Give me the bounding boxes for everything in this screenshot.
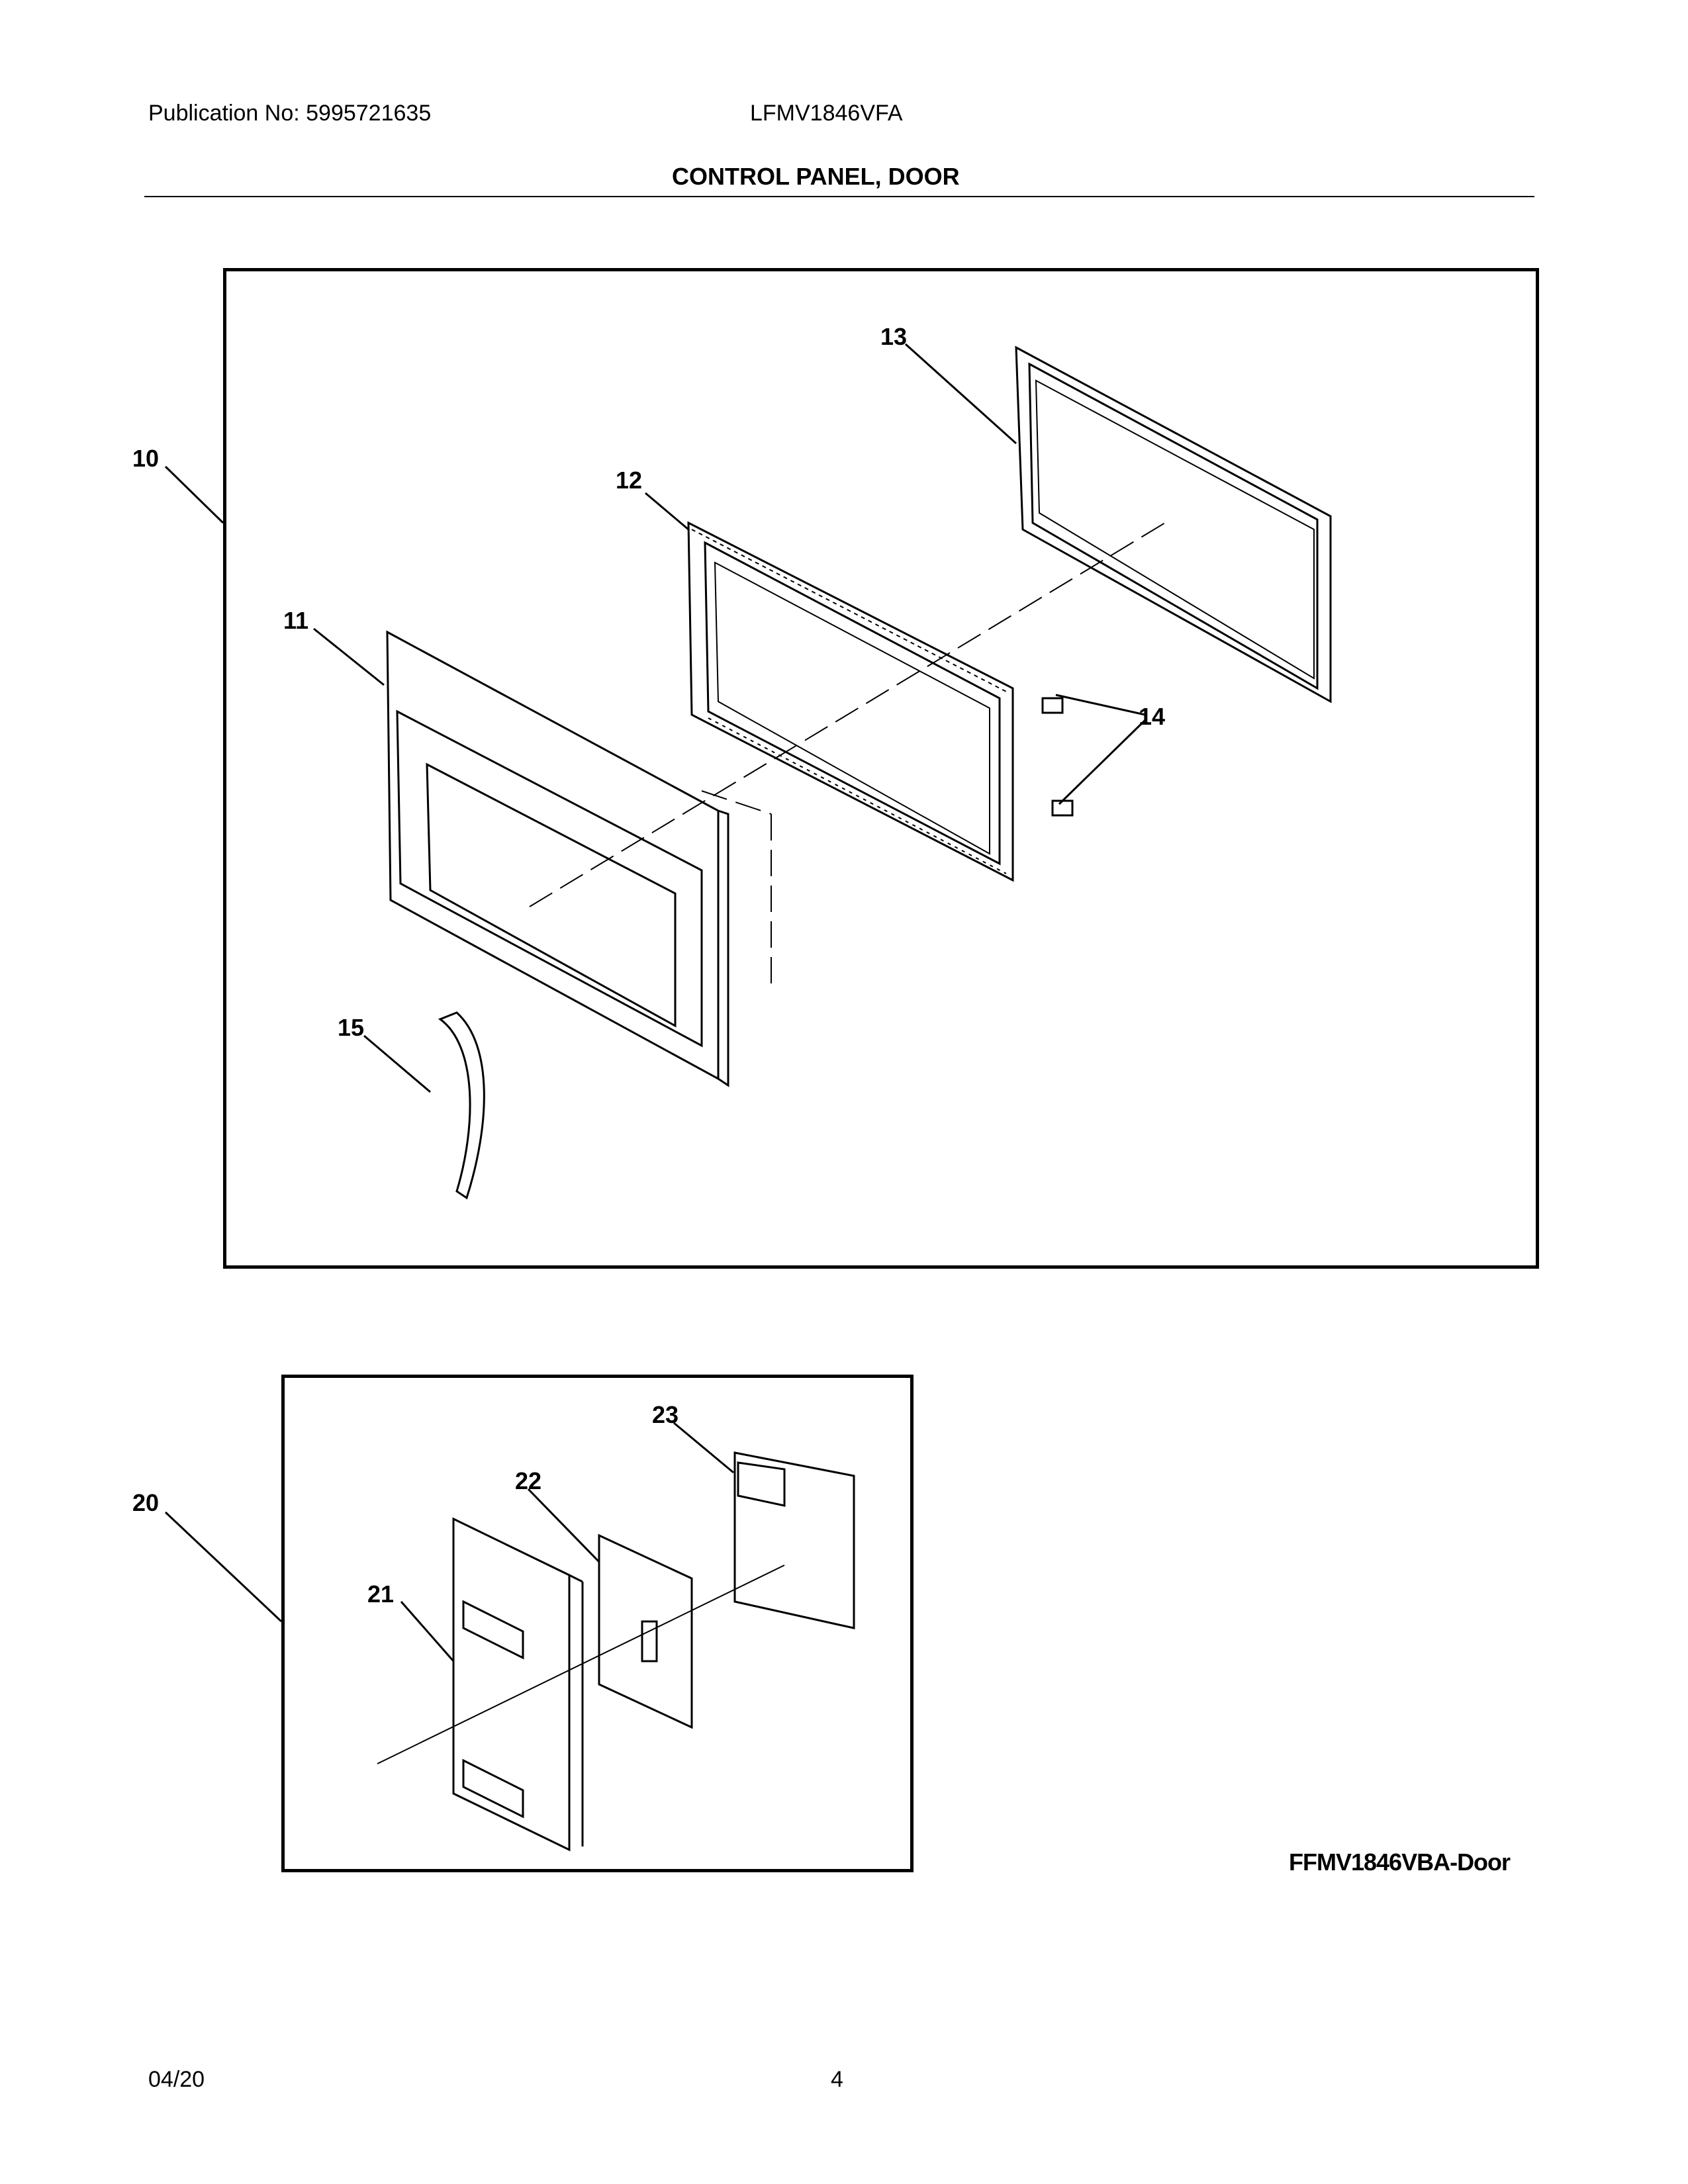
leader-11 — [313, 627, 385, 686]
part-23-board — [733, 1451, 855, 1629]
section-title: CONTROL PANEL, DOOR — [672, 163, 960, 190]
callout-23: 23 — [652, 1401, 679, 1428]
part-13-frame — [1015, 345, 1332, 704]
control-alignment-line — [377, 1565, 785, 1764]
leader-22 — [527, 1488, 600, 1563]
callout-21: 21 — [367, 1580, 395, 1608]
part-22-bracket — [598, 1533, 693, 1729]
header-divider — [144, 196, 1534, 197]
callout-22: 22 — [515, 1467, 542, 1494]
footer-date: 04/20 — [148, 2067, 205, 2092]
leader-23 — [673, 1422, 734, 1474]
diagram-name: FFMV1846VBA-Door — [1289, 1848, 1511, 1876]
callout-12: 12 — [616, 467, 643, 494]
control-panel-frame — [281, 1375, 914, 1872]
alignment-lines — [529, 522, 1166, 986]
leader-20 — [164, 1511, 283, 1623]
leader-14b — [1058, 719, 1147, 805]
leader-10 — [164, 465, 224, 524]
leader-14a — [1055, 694, 1146, 716]
part-21-control-frame — [452, 1517, 584, 1852]
callout-13: 13 — [880, 323, 908, 350]
leader-21 — [400, 1601, 455, 1662]
leader-15 — [363, 1034, 431, 1093]
leader-13 — [904, 343, 1017, 445]
callout-11: 11 — [283, 607, 309, 634]
leader-12 — [645, 492, 689, 531]
part-12-inner-panel — [687, 521, 1014, 882]
model-number: LFMV1846VFA — [750, 101, 903, 126]
door-assembly-frame — [223, 268, 1539, 1269]
part-11-outer-door — [386, 630, 729, 1087]
callout-15: 15 — [338, 1014, 365, 1041]
callout-20: 20 — [132, 1489, 160, 1516]
callout-14: 14 — [1139, 703, 1166, 730]
publication-number: Publication No: 5995721635 — [148, 101, 432, 126]
part-15-handle — [438, 1011, 485, 1200]
part-14-latches — [1041, 697, 1074, 817]
callout-10: 10 — [132, 445, 160, 472]
footer-page-number: 4 — [831, 2067, 843, 2092]
